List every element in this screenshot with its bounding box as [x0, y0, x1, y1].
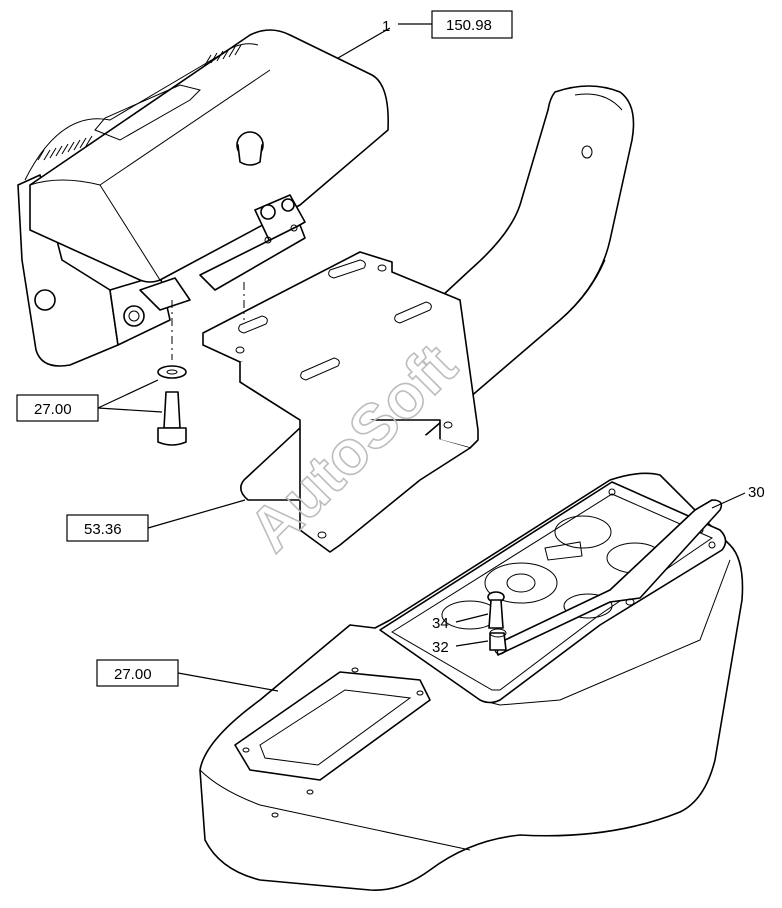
screw-and-spacer [487, 591, 507, 651]
callout-label: 150.98 [446, 17, 492, 34]
callout-box [16, 394, 99, 422]
callout-number-32: 32 [432, 639, 449, 656]
callout-27-00-lower: 27.00 [96, 659, 279, 692]
callout-label: 53.36 [84, 521, 122, 538]
coil-spring-left [37, 135, 93, 161]
coil-spring-right [204, 44, 242, 66]
washer-and-bolt [157, 365, 187, 446]
callout-34: 34 [432, 613, 489, 632]
callout-32: 32 [432, 639, 489, 656]
callout-53-36: 53.36 [66, 499, 246, 542]
callout-number-1: 1 [382, 18, 390, 35]
upper-control-housing [17, 29, 389, 367]
callout-box [96, 659, 179, 687]
callout-30: 30 [711, 484, 765, 509]
callout-box [66, 514, 149, 542]
callout-box [431, 10, 513, 39]
callout-27-00-upper: 27.00 [16, 379, 163, 422]
callout-label: 27.00 [114, 666, 152, 683]
callout-number-34: 34 [432, 615, 449, 632]
callout-number-30: 30 [748, 484, 765, 501]
console-housing [199, 472, 744, 891]
callout-150-98: 1 150.98 [337, 10, 513, 59]
mounting-bracket [202, 85, 635, 553]
callout-label: 27.00 [34, 401, 72, 418]
